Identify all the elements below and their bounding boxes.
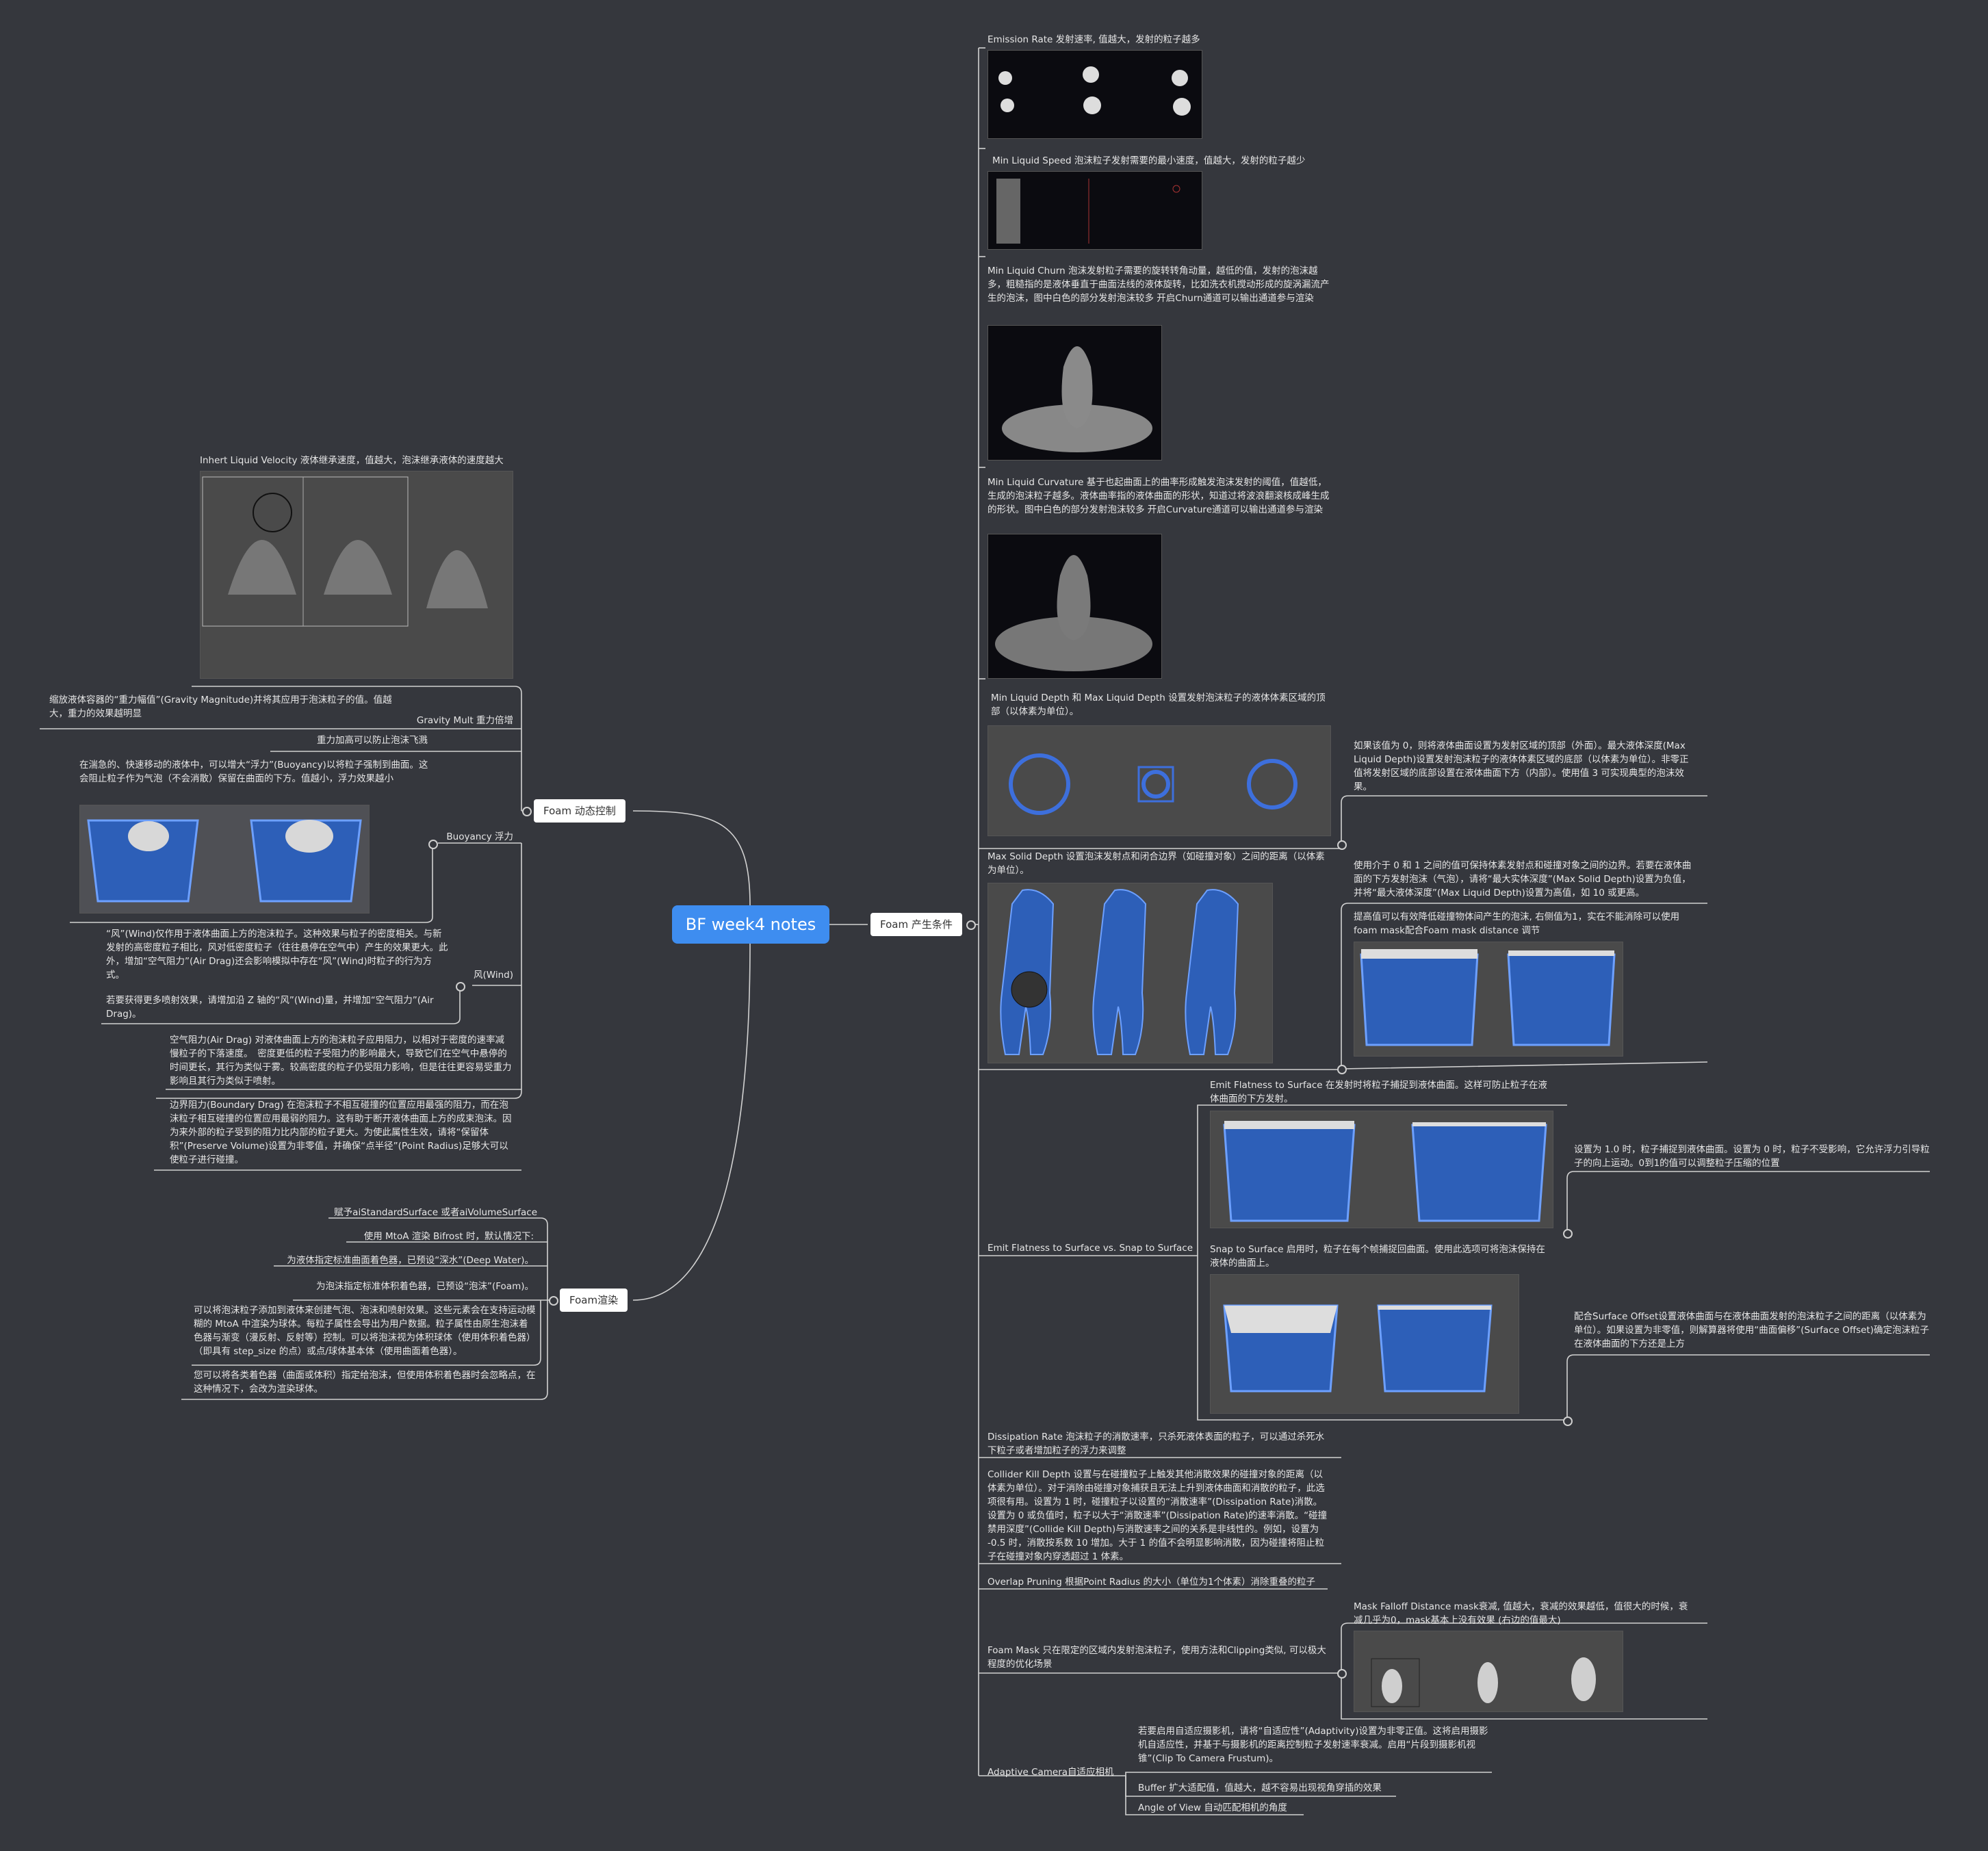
gravity-mult-label: Gravity Mult 重力倍增	[416, 715, 513, 726]
emit-vs-snap-label: Emit Flatness to Surface vs. Snap to Sur…	[987, 1243, 1193, 1254]
adaptive-camera-note: 若要启用自适应摄影机，请将“自适应性”(Adaptivity)设置为非零正值。这…	[1138, 1726, 1488, 1764]
branch-foam-dynamics[interactable]: Foam 动态控制	[534, 799, 625, 823]
snap-to-surface-image	[1210, 1274, 1519, 1414]
overlap-pruning-text: Overlap Pruning 根据Point Radius 的大小（单位为1个…	[987, 1577, 1316, 1588]
collapse-dot[interactable]	[456, 982, 465, 992]
dissipation-rate-text: Dissipation Rate 泡沫粒子的消散速率，只杀死液体表面的粒子，可以…	[987, 1432, 1325, 1456]
branch-foam-render[interactable]: Foam渲染	[560, 1289, 628, 1312]
angle-of-view-text: Angle of View 自动匹配相机的角度	[1138, 1802, 1287, 1813]
collapse-dot[interactable]	[549, 1296, 558, 1306]
render-mtoa-default: 使用 MtoA 渲染 Bifrost 时，默认情况下:	[363, 1231, 534, 1242]
snap-to-surface-note: 配合Surface Offset设置液体曲面与在液体曲面发射的泡沫粒子之间的距离…	[1574, 1311, 1930, 1349]
adaptive-camera-label: Adaptive Camera自适应相机	[987, 1767, 1114, 1778]
emission-rate-text: Emission Rate 发射速率, 值越大，发射的粒子越多	[987, 34, 1200, 45]
collapse-dot[interactable]	[1563, 1416, 1573, 1426]
buffer-text: Buffer 扩大适配值，值越大，越不容易出现视角穿插的效果	[1138, 1783, 1382, 1794]
render-liquid-shader: 为液体指定标准曲面着色器，已预设“深水”(Deep Water)。	[287, 1255, 534, 1266]
boundary-drag-text: 边界阻力(Boundary Drag) 在泡沫粒子不相互碰撞的位置应用最强的阻力…	[170, 1100, 512, 1165]
wind-description: “风”(Wind)仅作用于液体曲面上方的泡沫粒子。这种效果与粒子的密度相关。与新…	[106, 929, 448, 981]
mask-falloff-note: Mask Falloff Distance mask衰减, 值越大，衰减的效果越…	[1354, 1601, 1688, 1626]
wind-label: 风(Wind)	[474, 970, 513, 981]
emission-rate-image	[987, 50, 1202, 139]
collapse-dot[interactable]	[1563, 1229, 1573, 1239]
branch-foam-generate[interactable]: Foam 产生条件	[870, 913, 962, 936]
render-foam-shader: 为泡沫指定标准体积着色器，已预设“泡沫”(Foam)。	[316, 1281, 534, 1292]
max-solid-depth-note2: 提高值可以有效降低碰撞物体间产生的泡沫, 右侧值为1，实在不能消除可以使用foa…	[1354, 911, 1680, 936]
min-liquid-speed-text: Min Liquid Speed 泡沫粒子发射需要的最小速度，值越大，发射的粒子…	[992, 155, 1306, 166]
max-solid-depth-text: Max Solid Depth 设置泡沫发射点和闭合边界（如碰撞对象）之间的距离…	[987, 851, 1325, 876]
max-solid-depth-image	[987, 883, 1273, 1063]
mask-falloff-image	[1354, 1631, 1623, 1712]
liquid-depth-note: 如果该值为 0，则将液体曲面设置为发射区域的顶部（外面）。最大液体深度(Max …	[1354, 740, 1689, 792]
emit-flatness-note: 设置为 1.0 时，粒子捕捉到液体曲面。设置为 0 时，粒子不受影响，它允许浮力…	[1574, 1144, 1930, 1169]
collapse-dot[interactable]	[966, 920, 976, 930]
render-bubbles-text: 可以将泡沫粒子添加到液体来创建气泡、泡沫和喷射效果。这些元素会在支持运动模糊的 …	[194, 1305, 536, 1357]
gravity-description: 缩放液体容器的“重力幅值”(Gravity Magnitude)并将其应用于泡沫…	[49, 695, 392, 719]
wind-tip: 若要获得更多喷射效果，请增加沿 Z 轴的“风”(Wind)量，并增加“空气阻力”…	[106, 995, 434, 1020]
min-liquid-curvature-text: Min Liquid Curvature 基于也起曲面上的曲率形成触发泡沫发射的…	[987, 477, 1330, 515]
foam-mask-text: Foam Mask 只在限定的区域内发射泡沫粒子，使用方法和Clipping类似…	[987, 1645, 1326, 1670]
gravity-note: 重力加高可以防止泡沫飞溅	[317, 735, 428, 746]
render-shader-note: 您可以将各类着色器（曲面或体积）指定给泡沫，但使用体积着色器时会忽略点，在这种情…	[194, 1370, 536, 1395]
snap-to-surface-text: Snap to Surface 启用时，粒子在每个帧捕捉回曲面。使用此选项可将泡…	[1210, 1244, 1545, 1269]
collider-kill-depth-text: Collider Kill Depth 设置与在碰撞粒子上触发其他消散效果的碰撞…	[987, 1469, 1328, 1562]
buoyancy-description: 在湍急的、快速移动的液体中，可以增大“浮力”(Buoyancy)以将粒子强制到曲…	[79, 760, 428, 784]
max-solid-depth-example-image	[1354, 942, 1623, 1057]
min-liquid-speed-image	[987, 171, 1202, 250]
max-solid-depth-note1: 使用介于 0 和 1 之间的值可保持体素发射点和碰撞对象之间的边界。若要在液体曲…	[1354, 860, 1692, 898]
inherit-velocity-text: Inhert Liquid Velocity 液体继承速度，值越大，泡沫继承液体…	[200, 455, 504, 466]
min-liquid-churn-text: Min Liquid Churn 泡沫发射粒子需要的旋转转角动量，越低的值，发射…	[987, 266, 1330, 304]
collapse-dot[interactable]	[428, 840, 438, 849]
collapse-dot[interactable]	[1337, 1065, 1347, 1074]
min-liquid-churn-image	[987, 325, 1162, 461]
root-topic[interactable]: BF week4 notes	[672, 905, 829, 944]
emit-flatness-text: Emit Flatness to Surface 在发射时将粒子捕捉到液体曲面。…	[1210, 1080, 1547, 1104]
min-liquid-curvature-image	[987, 534, 1162, 679]
collapse-dot[interactable]	[1337, 840, 1347, 850]
collapse-dot[interactable]	[1337, 1669, 1347, 1679]
air-drag-text: 空气阻力(Air Drag) 对液体曲面上方的泡沫粒子应用阻力，以相对于密度的速…	[170, 1035, 512, 1087]
liquid-depth-image	[987, 725, 1331, 836]
inherit-velocity-image	[200, 471, 513, 679]
buoyancy-label: Buoyancy 浮力	[446, 831, 513, 842]
collapse-dot[interactable]	[522, 807, 532, 816]
render-shader-assign: 赋予aiStandardSurface 或者aiVolumeSurface	[334, 1207, 537, 1218]
buoyancy-image	[79, 805, 370, 914]
liquid-depth-text: Min Liquid Depth 和 Max Liquid Depth 设置发射…	[991, 692, 1326, 717]
emit-flatness-image	[1210, 1111, 1553, 1228]
